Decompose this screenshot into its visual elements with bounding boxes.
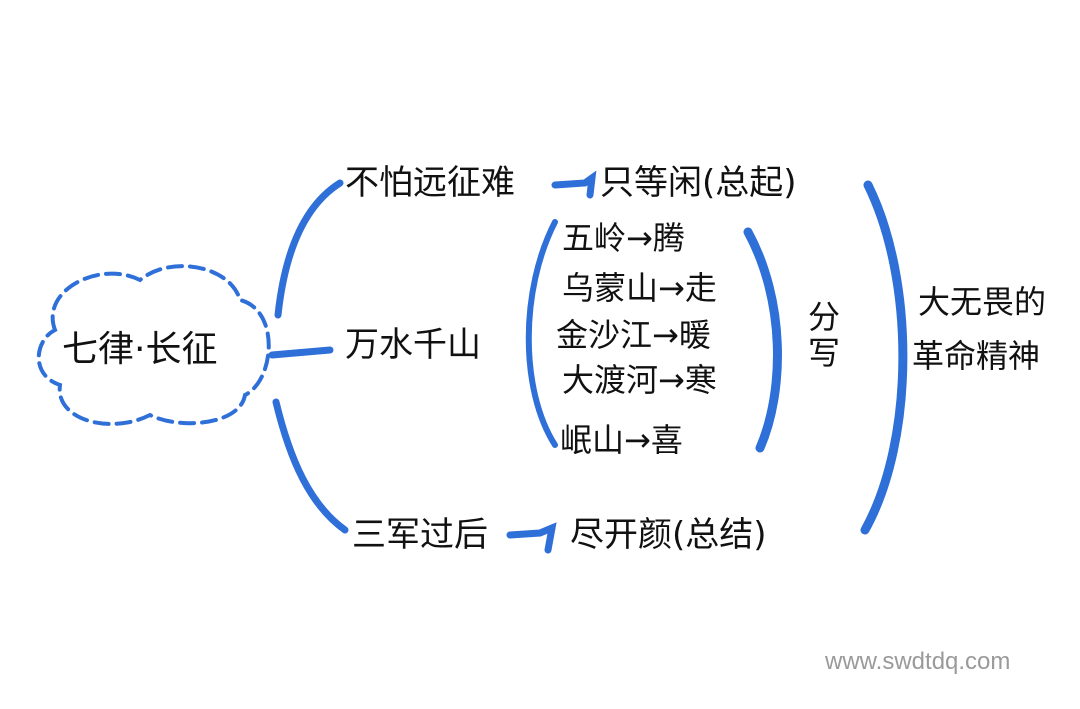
- branch-1-result: 只等闲(总起): [600, 163, 797, 203]
- branch-3-result: 尽开颜(总结): [570, 515, 767, 555]
- list-item: 岷山→喜: [560, 420, 683, 460]
- item-word: 寒: [684, 361, 717, 399]
- root-topic: 七律·长征: [62, 329, 218, 370]
- summary-line-2: 革命精神: [912, 337, 1041, 375]
- list-item: 乌蒙山→走: [562, 268, 717, 308]
- branch-2-label: 万水千山: [345, 325, 481, 365]
- arrow-icon: →: [624, 421, 651, 459]
- item-place: 乌蒙山: [562, 269, 659, 307]
- cloud-outline: [36, 264, 271, 426]
- left-bracket: [525, 219, 558, 448]
- branch-1-label: 不怕远征难: [345, 163, 515, 203]
- arrow-icon: →: [626, 219, 653, 257]
- group-label: 分写: [803, 300, 841, 372]
- branch-line-top: [274, 179, 344, 319]
- summary-bracket: [860, 180, 908, 535]
- item-word: 腾: [652, 219, 685, 257]
- summary-line-1: 大无畏的: [918, 283, 1047, 321]
- arrow-icon: →: [652, 316, 679, 354]
- arrow-top: [551, 170, 597, 199]
- list-item: 大渡河→寒: [562, 360, 717, 400]
- branch-line-bottom: [272, 398, 349, 534]
- branch-3-label: 三军过后: [352, 515, 488, 555]
- list-item: 金沙江→暖: [556, 315, 711, 355]
- arrow-icon: →: [658, 269, 685, 307]
- right-bracket: [743, 227, 782, 453]
- arrow-icon: →: [658, 361, 685, 399]
- list-item: 五岭→腾: [562, 218, 685, 258]
- arrow-bottom: [506, 522, 557, 554]
- watermark: www.swdtdq.com: [825, 648, 1011, 675]
- branch-line-middle: [268, 346, 334, 359]
- item-place: 岷山: [560, 421, 625, 459]
- item-place: 大渡河: [562, 361, 659, 399]
- item-word: 走: [684, 269, 717, 307]
- item-word: 喜: [650, 421, 683, 459]
- item-place: 金沙江: [556, 316, 653, 354]
- item-word: 暖: [678, 316, 711, 354]
- item-place: 五岭: [562, 219, 627, 257]
